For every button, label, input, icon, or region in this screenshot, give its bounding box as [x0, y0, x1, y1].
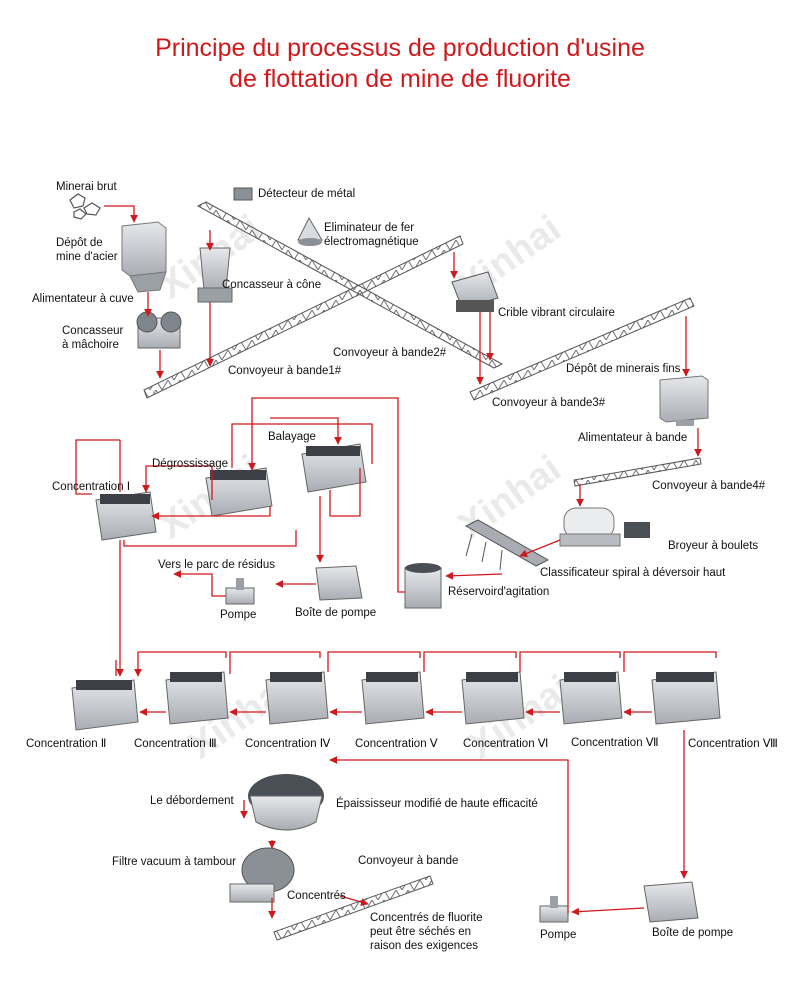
label-balayage: Balayage — [268, 431, 316, 443]
label-concentration-8: Concentration Ⅷ — [688, 738, 778, 750]
label-depot-mine-line-2: mine d'acier — [56, 251, 118, 263]
metal-detector-icon — [233, 187, 253, 201]
label-vers-residus: Vers le parc de résidus — [158, 559, 275, 571]
conveyor-3-icon — [469, 297, 695, 401]
label-debordement: Le débordement — [150, 795, 234, 807]
flotation-cell-concentration-1-icon — [95, 491, 157, 541]
flotation-cell-degrossissage-icon — [205, 467, 273, 517]
label-degrossissage: Dégrossissage — [152, 458, 229, 470]
jaw-crusher-icon — [136, 311, 182, 349]
flotation-cell-concentration-3-icon — [165, 671, 229, 725]
agitation-tank-icon — [404, 563, 442, 609]
flow-lines — [75, 205, 717, 919]
label-concentration-5: Concentration Ⅴ — [355, 738, 438, 750]
flotation-cell-concentration-5-icon — [361, 671, 425, 725]
flotation-cell-concentration-6-icon — [461, 671, 525, 725]
cone-crusher-icon — [197, 247, 233, 303]
label-filtre: Filtre vacuum à tambour — [112, 856, 236, 868]
label-classificateur: Classificateur spiral à déversoir haut — [540, 567, 726, 579]
label-concentration-7: Concentration Ⅶ — [571, 737, 659, 749]
pump-box-2-icon — [643, 881, 699, 923]
raw-ore-icon — [69, 193, 101, 220]
label-concentres-fluorite-line-2: peut être séchés en — [370, 926, 472, 938]
vibrating-screen-icon — [451, 271, 499, 312]
label-depot-fins: Dépôt de minerais fins — [566, 363, 681, 375]
label-alimentateur-cuve: Alimentateur à cuve — [32, 293, 134, 305]
pump-2-icon — [539, 896, 569, 923]
diagram-title-line-2: de flottation de mine de fluorite — [229, 65, 571, 93]
label-minerai-brut: Minerai brut — [56, 181, 117, 193]
label-eliminateur-line-1: Eliminateur de fer — [324, 222, 415, 234]
label-convoyeur-1: Convoyeur à bande1# — [228, 365, 342, 377]
label-concentration-4: Concentration Ⅳ — [245, 738, 331, 750]
label-concentres-fluorite-line-1: Concentrés de fluorite — [370, 912, 483, 924]
label-reservoir: Réservoird'agitation — [448, 586, 550, 598]
flotation-cell-concentration-4-icon — [265, 671, 329, 725]
flotation-cell-concentration-2-icon — [71, 679, 139, 731]
label-convoyeur-2: Convoyeur à bande2# — [333, 347, 447, 359]
fine-ore-bin-icon — [659, 375, 709, 426]
label-concentration-2: Concentration Ⅱ — [26, 738, 107, 750]
label-concentres: Concentrés — [287, 890, 346, 902]
label-boite-pompe-2: Boîte de pompe — [652, 927, 734, 939]
label-convoyeur-bande: Convoyeur à bande — [358, 855, 459, 867]
label-eliminateur-line-2: électromagnétique — [324, 236, 419, 248]
label-convoyeur-3: Convoyeur à bande3# — [492, 397, 606, 409]
conveyor-4-icon — [573, 457, 702, 487]
label-boite-pompe-1: Boîte de pompe — [295, 607, 377, 619]
belt-conveyor-final-icon — [273, 875, 434, 941]
pump-1-icon — [225, 578, 255, 605]
label-concasseur-cone: Concasseur à cône — [222, 279, 322, 291]
label-concentration-1: Concentration Ⅰ — [52, 481, 131, 493]
label-epaississeur: Épaississeur modifié de haute efficacité — [336, 798, 538, 810]
label-depot-mine-line-1: Dépôt de — [56, 237, 103, 249]
flotation-cell-balayage-icon — [301, 443, 367, 493]
label-broyeur: Broyeur à boulets — [668, 540, 759, 552]
thickener-icon — [248, 774, 324, 831]
label-crible: Crible vibrant circulaire — [498, 307, 615, 319]
watermark-xinhai: Xinhai — [451, 448, 568, 548]
label-concentres-fluorite-line-3: raison des exigences — [370, 940, 479, 952]
magnetic-separator-icon — [297, 216, 323, 246]
label-concentration-3: Concentration Ⅲ — [134, 738, 217, 750]
label-pompe-1: Pompe — [220, 609, 257, 621]
label-pompe-2: Pompe — [540, 929, 577, 941]
diagram-title-line-1: Principe du processus de production d'us… — [155, 34, 645, 62]
label-concasseur-machoire-line-2: à mâchoire — [62, 339, 119, 351]
flotation-cell-concentration-7-icon — [559, 671, 623, 725]
label-detecteur-metal: Détecteur de métal — [258, 188, 356, 200]
ball-mill-icon — [559, 507, 650, 547]
label-concentration-6: Concentration Ⅵ — [463, 738, 549, 750]
label-alimentateur-bande: Alimentateur à bande — [578, 432, 688, 444]
steel-bin-icon — [121, 221, 167, 293]
pump-box-1-icon — [315, 565, 363, 601]
label-convoyeur-4: Convoyeur à bande4# — [652, 480, 766, 492]
label-concasseur-machoire-line-1: Concasseur — [62, 325, 124, 337]
flotation-cell-concentration-8-icon — [651, 671, 721, 725]
conveyor-2-icon — [196, 201, 504, 369]
drum-vacuum-filter-icon — [229, 847, 295, 903]
